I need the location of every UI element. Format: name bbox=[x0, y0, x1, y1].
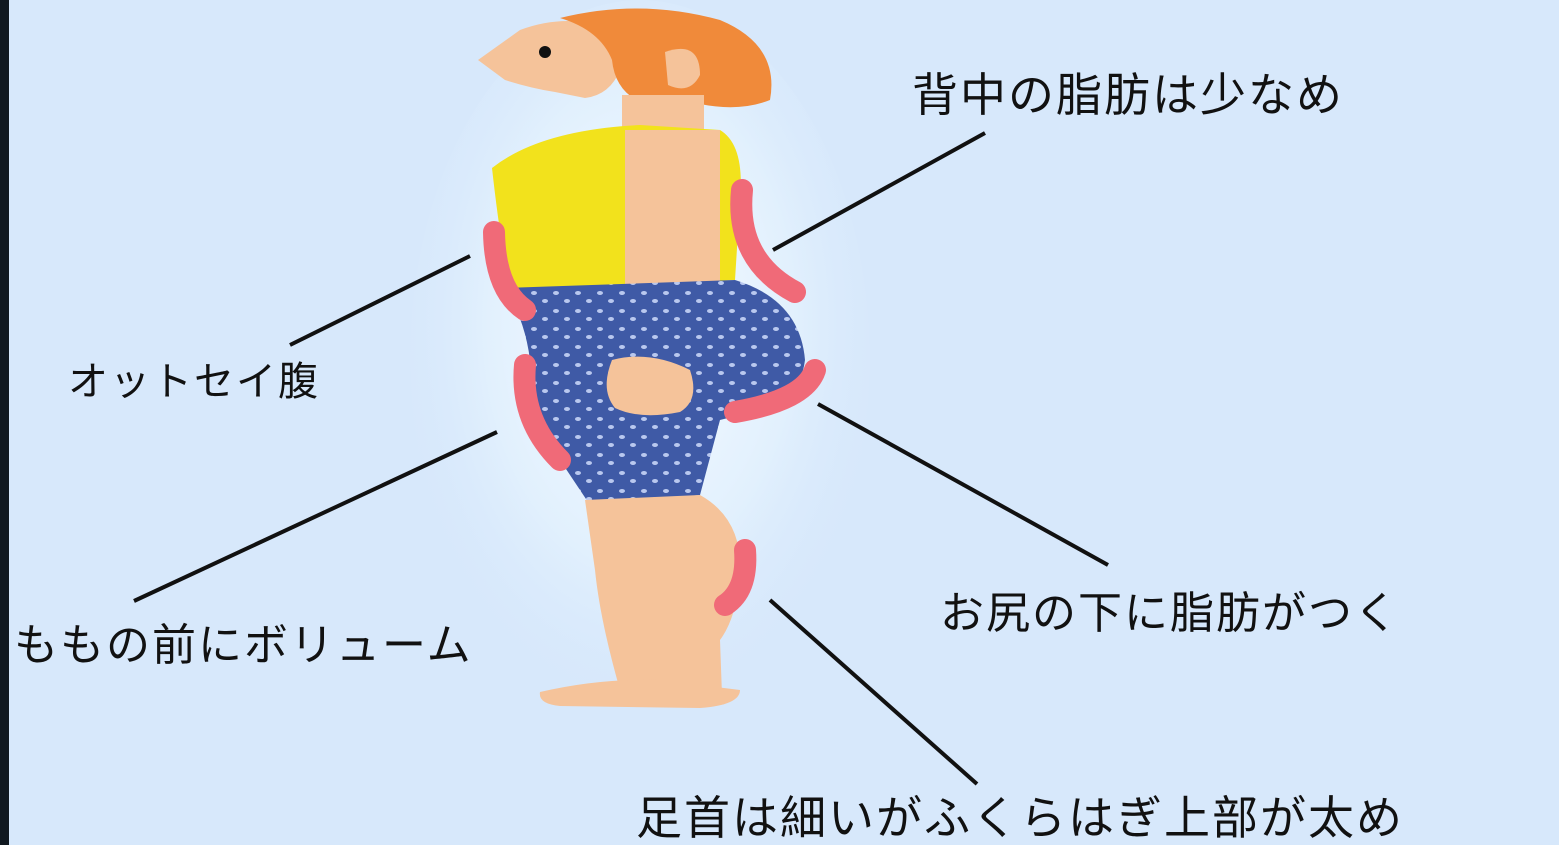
label-under-hip: お尻の下に脂肪がつく bbox=[940, 592, 1400, 636]
label-back-fat: 背中の脂肪は少なめ bbox=[912, 72, 1344, 118]
leader-hip bbox=[818, 404, 1108, 565]
label-seal-belly: オットセイ腹 bbox=[68, 362, 320, 402]
label-thigh-front: ももの前にボリューム bbox=[14, 624, 473, 668]
eye bbox=[539, 46, 551, 58]
label-calf: 足首は細いがふくらはぎ上部が太め bbox=[636, 795, 1404, 841]
